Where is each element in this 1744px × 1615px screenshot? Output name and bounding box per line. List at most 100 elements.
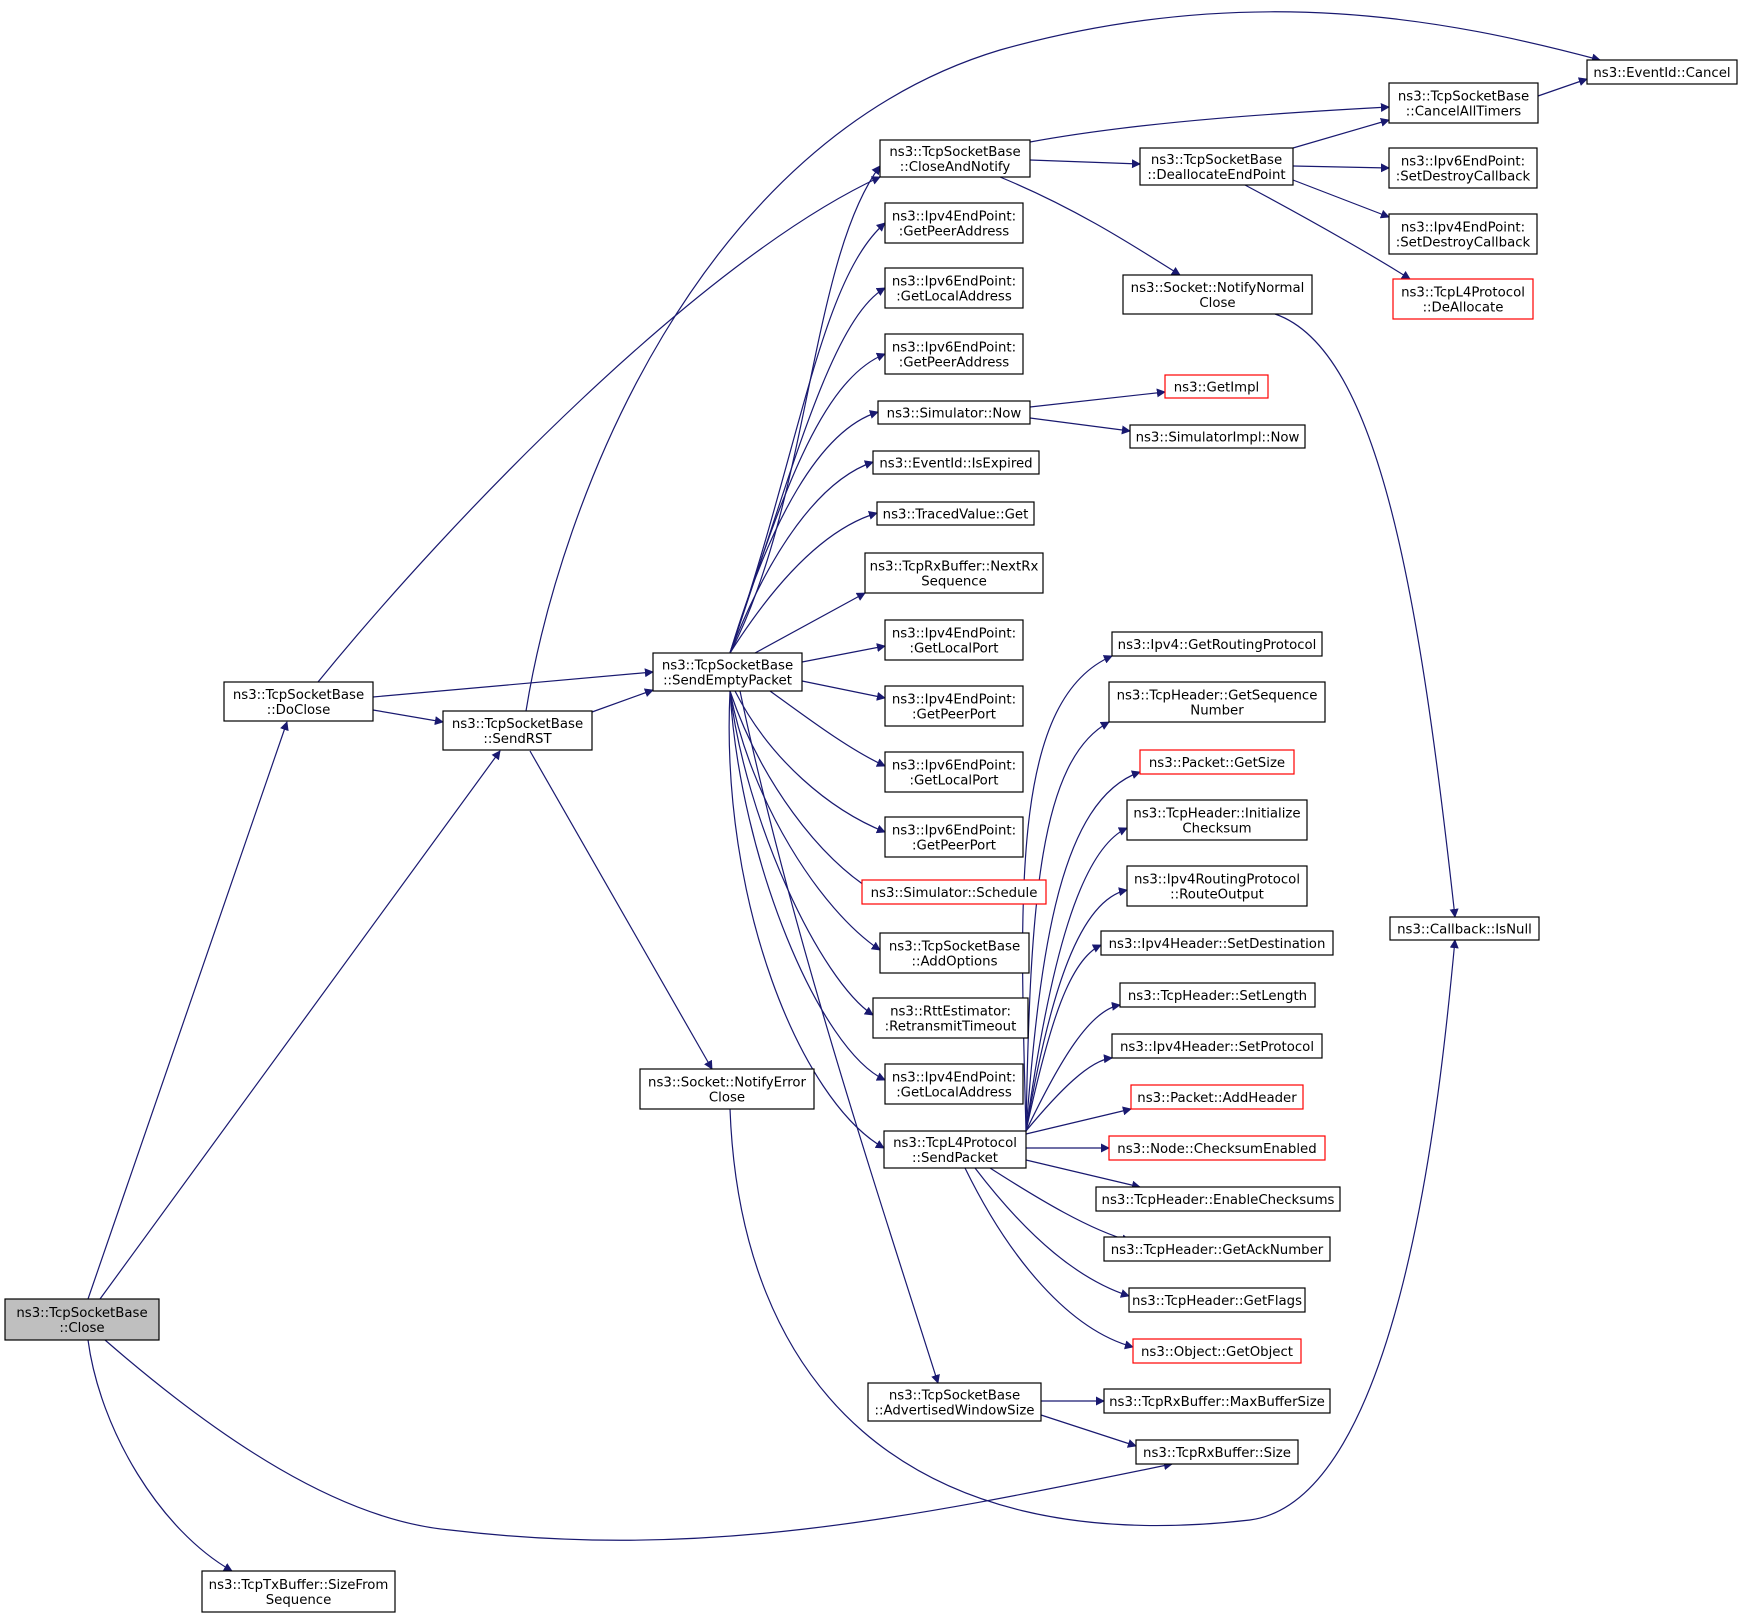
edge-sendempty-to-ipv6getlocalport bbox=[769, 690, 886, 767]
node-box bbox=[1586, 59, 1738, 85]
node-getflags[interactable]: ns3::TcpHeader::GetFlags bbox=[1128, 1287, 1306, 1313]
node-box bbox=[639, 1068, 815, 1110]
node-ipv6getlocaladdr[interactable]: ns3::Ipv6EndPoint::GetLocalAddress bbox=[884, 267, 1024, 309]
node-box bbox=[1111, 631, 1323, 657]
node-label-line: ns3::Ipv6EndPoint: bbox=[892, 759, 1016, 774]
node-ipv4setdestroy[interactable]: ns3::Ipv4EndPoint::SetDestroyCallback bbox=[1388, 213, 1538, 255]
node-sendrst[interactable]: ns3::TcpSocketBase::SendRST bbox=[442, 710, 593, 751]
edge-sendpacket-to-initchecksum bbox=[1025, 827, 1128, 1132]
node-maxbufsize[interactable]: ns3::TcpRxBuffer::MaxBufferSize bbox=[1103, 1388, 1331, 1414]
node-box bbox=[1100, 930, 1334, 956]
node-box bbox=[877, 400, 1031, 425]
node-label-line: :GetPeerAddress bbox=[899, 225, 1010, 240]
node-eventcancel[interactable]: ns3::EventId::Cancel bbox=[1586, 59, 1738, 85]
node-routeoutput[interactable]: ns3::Ipv4RoutingProtocol::RouteOutput bbox=[1126, 865, 1308, 907]
node-schedule[interactable]: ns3::Simulator::Schedule bbox=[861, 879, 1047, 905]
node-label-line: ns3::TcpL4Protocol bbox=[893, 1136, 1017, 1151]
node-box bbox=[1119, 982, 1316, 1008]
node-box bbox=[1389, 916, 1540, 941]
edge-sendempty-to-addoptions bbox=[729, 690, 881, 951]
edge-sendempty-to-tracedget bbox=[729, 511, 878, 654]
node-label-line: :GetPeerPort bbox=[912, 839, 996, 854]
node-label-line: ns3::TcpSocketBase bbox=[889, 1389, 1020, 1404]
edge-sendpacket-to-pktgetsize bbox=[1025, 770, 1141, 1132]
node-ipv4getlocaladdr[interactable]: ns3::Ipv4EndPoint::GetLocalAddress bbox=[884, 1063, 1024, 1105]
node-box bbox=[1126, 865, 1308, 907]
edge-sendempty-to-ipv4getlocalport bbox=[801, 643, 886, 663]
node-checksumenabled[interactable]: ns3::Node::ChecksumEnabled bbox=[1108, 1135, 1326, 1161]
node-getobject[interactable]: ns3::Object::GetObject bbox=[1132, 1338, 1302, 1364]
node-box bbox=[864, 552, 1044, 594]
node-box bbox=[879, 139, 1031, 178]
node-ipv6setdestroy[interactable]: ns3::Ipv6EndPoint::SetDestroyCallback bbox=[1388, 147, 1538, 189]
node-box bbox=[884, 333, 1024, 375]
edge-close-to-sendrst bbox=[99, 750, 501, 1300]
node-sendempty[interactable]: ns3::TcpSocketBase::SendEmptyPacket bbox=[652, 652, 803, 692]
node-setproto[interactable]: ns3::Ipv4Header::SetProtocol bbox=[1111, 1033, 1323, 1059]
node-rxsize[interactable]: ns3::TcpRxBuffer::Size bbox=[1135, 1439, 1299, 1465]
node-getacknum[interactable]: ns3::TcpHeader::GetAckNumber bbox=[1103, 1236, 1331, 1262]
edge-sendempty-to-ipv4getlocaladdr bbox=[729, 690, 886, 1081]
node-ipv4getlocalport[interactable]: ns3::Ipv4EndPoint::GetLocalPort bbox=[884, 619, 1024, 661]
node-addheader[interactable]: ns3::Packet::AddHeader bbox=[1130, 1084, 1304, 1110]
node-label-line: ns3::TcpRxBuffer::MaxBufferSize bbox=[1109, 1395, 1325, 1410]
node-advwin[interactable]: ns3::TcpSocketBase::AdvertisedWindowSize bbox=[867, 1382, 1042, 1422]
node-isexpired[interactable]: ns3::EventId::IsExpired bbox=[872, 450, 1040, 475]
node-ipv6getlocalport[interactable]: ns3::Ipv6EndPoint::GetLocalPort bbox=[884, 751, 1024, 793]
node-callbackisnull[interactable]: ns3::Callback::IsNull bbox=[1389, 916, 1540, 941]
node-simnow[interactable]: ns3::Simulator::Now bbox=[877, 400, 1031, 425]
node-ipv4getpeeraddr[interactable]: ns3::Ipv4EndPoint::GetPeerAddress bbox=[884, 202, 1024, 244]
node-label-line: ns3::Callback::IsNull bbox=[1397, 923, 1532, 938]
node-setlength[interactable]: ns3::TcpHeader::SetLength bbox=[1119, 982, 1316, 1008]
edge-sendempty-to-simnow bbox=[729, 410, 879, 654]
node-ipv6getpeerport[interactable]: ns3::Ipv6EndPoint::GetPeerPort bbox=[884, 816, 1024, 858]
edge-sendrst-to-sendempty bbox=[591, 688, 654, 713]
node-label-line: ns3::Socket::NotifyError bbox=[648, 1076, 806, 1091]
edge-closeandnotify-to-notifynormal bbox=[999, 176, 1181, 276]
node-label-line: ::AdvertisedWindowSize bbox=[875, 1404, 1035, 1419]
node-cancelalltimers[interactable]: ns3::TcpSocketBase::CancelAllTimers bbox=[1388, 82, 1539, 124]
node-getroutingproto[interactable]: ns3::Ipv4::GetRoutingProtocol bbox=[1111, 631, 1323, 657]
node-sendpacket[interactable]: ns3::TcpL4Protocol::SendPacket bbox=[883, 1130, 1027, 1169]
node-label-line: ns3::RttEstimator: bbox=[890, 1005, 1011, 1020]
node-label-line: ::RouteOutput bbox=[1170, 888, 1264, 903]
node-getimpl[interactable]: ns3::GetImpl bbox=[1164, 374, 1269, 399]
node-closeandnotify[interactable]: ns3::TcpSocketBase::CloseAndNotify bbox=[879, 139, 1031, 178]
node-setdest[interactable]: ns3::Ipv4Header::SetDestination bbox=[1100, 930, 1334, 956]
edge-sendpacket-to-getflags bbox=[974, 1167, 1130, 1298]
edge-sendpacket-to-addheader bbox=[1025, 1106, 1132, 1135]
node-doclose[interactable]: ns3::TcpSocketBase::DoClose bbox=[223, 681, 374, 722]
node-box bbox=[1128, 1287, 1306, 1313]
node-pktgetsize[interactable]: ns3::Packet::GetSize bbox=[1139, 749, 1295, 775]
node-simimplnow[interactable]: ns3::SimulatorImpl::Now bbox=[1129, 424, 1306, 449]
node-box bbox=[861, 879, 1047, 905]
node-ipv6getpeeraddr[interactable]: ns3::Ipv6EndPoint::GetPeerAddress bbox=[884, 333, 1024, 375]
edge-sendpacket-to-getobject bbox=[964, 1167, 1134, 1350]
node-box bbox=[1388, 82, 1539, 124]
edge-closeandnotify-to-dealloc bbox=[1029, 159, 1141, 169]
node-label-line: :SetDestroyCallback bbox=[1396, 170, 1531, 185]
node-tracedget[interactable]: ns3::TracedValue::Get bbox=[876, 501, 1035, 526]
edge-sendpacket-to-setproto bbox=[1025, 1054, 1113, 1132]
node-label-line: :GetPeerAddress bbox=[899, 356, 1010, 371]
edge-simnow-to-getimpl bbox=[1029, 388, 1166, 408]
node-enablechecksums[interactable]: ns3::TcpHeader::EnableChecksums bbox=[1095, 1186, 1341, 1212]
node-dealloc[interactable]: ns3::TcpSocketBase::DeallocateEndPoint bbox=[1139, 147, 1294, 186]
node-label-line: ns3::Ipv4EndPoint: bbox=[892, 1071, 1016, 1086]
node-close[interactable]: ns3::TcpSocketBase::Close bbox=[4, 1298, 160, 1341]
node-retransmit[interactable]: ns3::RttEstimator::RetransmitTimeout bbox=[872, 997, 1029, 1039]
node-box bbox=[1139, 147, 1294, 186]
node-label-line: ns3::Ipv4EndPoint: bbox=[892, 693, 1016, 708]
edge-simnow-to-simimplnow bbox=[1029, 417, 1131, 435]
edge-closeandnotify-to-cancelalltimers bbox=[1029, 102, 1390, 143]
node-ipv4getpeerport[interactable]: ns3::Ipv4EndPoint::GetPeerPort bbox=[884, 685, 1024, 727]
node-addoptions[interactable]: ns3::TcpSocketBase::AddOptions bbox=[879, 932, 1030, 974]
node-l4dealloc[interactable]: ns3::TcpL4Protocol::DeAllocate bbox=[1392, 278, 1534, 320]
node-box bbox=[1108, 681, 1326, 723]
